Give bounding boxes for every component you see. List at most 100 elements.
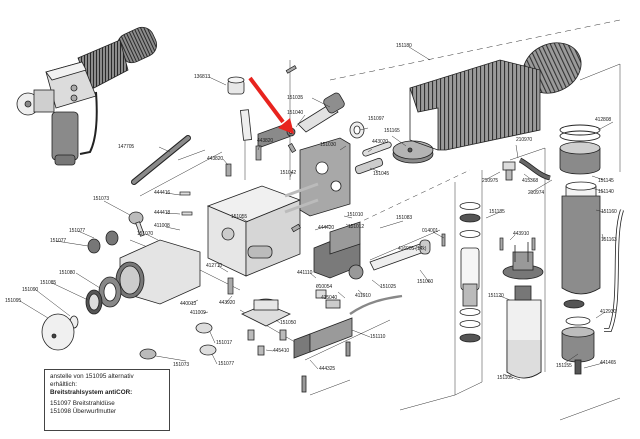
part-151017 bbox=[139, 322, 217, 360]
label-440013: 440013 bbox=[180, 301, 197, 307]
label-151077: 151077 bbox=[69, 228, 86, 234]
label-412808: 412808 bbox=[595, 117, 612, 123]
label-151012: 151012 bbox=[348, 224, 365, 230]
label-151145: 151145 bbox=[598, 178, 614, 184]
label-151073: 151073 bbox=[173, 362, 190, 368]
label-411009: 411009 bbox=[190, 310, 206, 316]
part-151030 bbox=[284, 137, 351, 217]
part-151035 bbox=[297, 92, 345, 133]
label-151097: 151097 bbox=[368, 116, 385, 122]
label-151180: 151180 bbox=[396, 43, 412, 49]
label-411008: 411008 bbox=[154, 223, 170, 229]
note-line-1: anstelle von 151095 alternativ bbox=[50, 373, 134, 380]
part-136813 bbox=[227, 76, 252, 141]
label-443820: 443820 bbox=[257, 138, 274, 144]
part-210970 bbox=[502, 157, 551, 181]
label-151045: 151045 bbox=[373, 171, 390, 177]
label-151060: 151060 bbox=[417, 279, 434, 285]
label-441465: 441465 bbox=[600, 360, 617, 366]
part-151110 bbox=[293, 289, 403, 359]
leader-lines bbox=[19, 46, 614, 381]
label-443920: 443920 bbox=[219, 300, 236, 306]
screws bbox=[179, 65, 536, 295]
label-147705: 147705 bbox=[118, 144, 135, 150]
part-151073 bbox=[128, 211, 145, 237]
label-151073: 151073 bbox=[93, 196, 110, 202]
label-415368: 415368 bbox=[522, 178, 539, 184]
label-151085: 151085 bbox=[40, 280, 57, 286]
label-151160: 151160 bbox=[601, 209, 617, 215]
label-444325: 444325 bbox=[319, 366, 336, 372]
label-151055: 151055 bbox=[231, 214, 248, 220]
label-151025: 151025 bbox=[380, 284, 397, 290]
label-416905: 416905 (14x) bbox=[398, 246, 427, 252]
label-444416: 444416 bbox=[154, 190, 171, 196]
label-151185: 151185 bbox=[489, 209, 505, 215]
label-444420: 444420 bbox=[318, 225, 335, 231]
note-line-3: Breitstrahlsystem antiCOR: bbox=[50, 389, 133, 396]
part-151180 bbox=[409, 42, 582, 151]
part-151163 bbox=[604, 209, 624, 332]
part-151085 bbox=[85, 289, 103, 315]
part-151160 bbox=[561, 195, 601, 295]
label-151163: 151163 bbox=[601, 237, 617, 243]
part-151095 bbox=[41, 313, 75, 351]
label-151077: 151077 bbox=[218, 361, 235, 367]
part-151050 bbox=[241, 298, 291, 356]
label-151050: 151050 bbox=[280, 320, 297, 326]
part-151105 bbox=[502, 242, 544, 379]
part-151080 bbox=[98, 276, 122, 308]
part-412808 bbox=[559, 124, 601, 142]
part-151155 bbox=[561, 299, 595, 375]
label-151155: 151155 bbox=[556, 363, 572, 369]
part-151060 bbox=[348, 239, 431, 280]
part-147705 bbox=[131, 135, 191, 185]
label-151030: 151030 bbox=[320, 142, 337, 148]
note-line-2: erhältlich: bbox=[50, 381, 77, 388]
label-210975: 210975 bbox=[482, 178, 499, 184]
label-151120: 151120 bbox=[488, 293, 504, 299]
label-151017: 151017 bbox=[216, 340, 233, 346]
label-445410: 445410 bbox=[273, 348, 290, 354]
label-151083: 151083 bbox=[396, 215, 413, 221]
label-151090: 151090 bbox=[22, 287, 39, 293]
label-441110: 441110 bbox=[297, 270, 313, 276]
label-151165: 151165 bbox=[384, 128, 400, 134]
part-151145 bbox=[559, 141, 601, 175]
label-210974: 210974 bbox=[528, 190, 545, 196]
label-443820: 443820 bbox=[207, 156, 224, 162]
label-210970: 210970 bbox=[516, 137, 533, 143]
label-444418: 444418 bbox=[154, 210, 171, 216]
note-line-5: 151098 Überwurfmutter bbox=[50, 408, 117, 415]
note-line-4: 151097 Breitstrahldüse bbox=[50, 400, 115, 407]
label-412710: 412710 bbox=[206, 263, 223, 269]
part-444325 bbox=[301, 341, 351, 393]
label-151095: 151095 bbox=[5, 298, 22, 304]
label-443020: 443020 bbox=[372, 139, 389, 145]
part-151077 bbox=[87, 230, 119, 254]
label-151070: 151070 bbox=[137, 231, 154, 237]
label-151080: 151080 bbox=[59, 270, 76, 276]
part-151097 bbox=[349, 121, 392, 175]
label-136813: 136813 bbox=[194, 74, 211, 80]
label-151077: 151077 bbox=[50, 238, 67, 244]
label-151140: 151140 bbox=[598, 189, 614, 195]
label-415040: 415040 bbox=[321, 295, 338, 301]
label-151040: 151040 bbox=[287, 110, 304, 116]
label-010054: 010054 bbox=[316, 284, 333, 290]
part-151070 bbox=[115, 239, 201, 305]
label-151110: 151110 bbox=[370, 334, 386, 340]
label-411010: 411010 bbox=[355, 293, 371, 299]
alternative-parts-note: anstelle von 151095 alternativ erhältlic… bbox=[44, 369, 170, 431]
label-151105: 151105 bbox=[497, 375, 513, 381]
part-151055 bbox=[206, 121, 302, 277]
label-014001: 014001 bbox=[422, 228, 439, 234]
label-151042: 151042 bbox=[280, 170, 297, 176]
label-412930: 412930 bbox=[600, 309, 617, 315]
part-151185 bbox=[459, 202, 481, 343]
assembled-gun-illustration bbox=[16, 26, 158, 166]
part-151165 bbox=[392, 140, 434, 164]
highlight-arrow bbox=[248, 76, 294, 134]
